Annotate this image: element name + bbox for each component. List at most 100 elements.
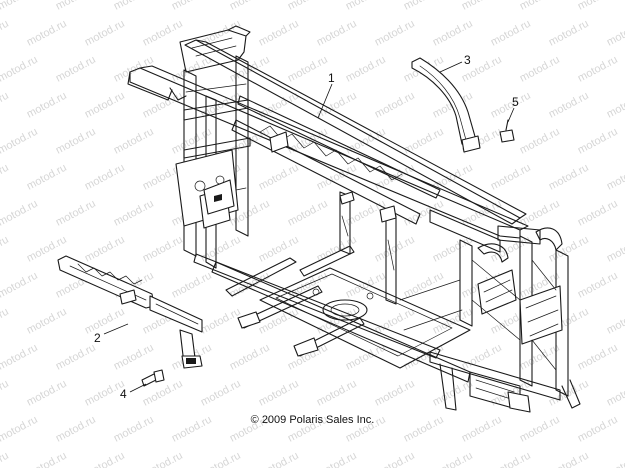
watermark-text: motod.ru (0, 198, 40, 229)
watermark-text: motod.ru (344, 0, 388, 13)
watermark-text: motod.ru (460, 0, 504, 13)
watermark-text: motod.ru (489, 450, 533, 468)
watermark-text: motod.ru (547, 234, 591, 265)
watermark-text: motod.ru (0, 18, 11, 49)
watermark-text: motod.ru (373, 450, 417, 468)
watermark-text: motod.ru (25, 162, 69, 193)
watermark-text: motod.ru (431, 450, 475, 468)
watermark-text: motod.ru (199, 450, 243, 468)
callout-2-leader (103, 323, 129, 335)
watermark-text: motod.ru (315, 18, 359, 49)
bolt-part-4 (141, 369, 165, 387)
watermark-text: motod.ru (373, 378, 417, 409)
watermark-text: motod.ru (0, 234, 11, 265)
watermark-text: motod.ru (0, 270, 40, 301)
watermark-text: motod.ru (547, 378, 591, 409)
callout-1: 1 (328, 71, 335, 85)
watermark-text: motod.ru (315, 450, 359, 468)
callouts: 1 2 3 4 5 (94, 53, 519, 401)
watermark-text: motod.ru (605, 18, 625, 49)
fastener-part-5 (499, 119, 515, 143)
watermark-text: motod.ru (315, 378, 359, 409)
watermark-text: motod.ru (170, 126, 214, 157)
watermark-text: motod.ru (605, 378, 625, 409)
watermark-text: motod.ru (83, 18, 127, 49)
watermark-text: motod.ru (547, 162, 591, 193)
watermark-text: motod.ru (547, 18, 591, 49)
watermark-text: motod.ru (286, 54, 330, 85)
watermark-text: motod.ru (83, 234, 127, 265)
watermark-text: motod.ru (344, 342, 388, 373)
watermark-text: motod.ru (373, 90, 417, 121)
watermark-text: motod.ru (286, 198, 330, 229)
watermark-text: motod.ru (518, 0, 562, 13)
watermark-text: motod.ru (0, 162, 11, 193)
watermark-text: motod.ru (83, 450, 127, 468)
watermark-text: motod.ru (141, 234, 185, 265)
watermark-text: motod.ru (228, 270, 272, 301)
watermark-text: motod.ru (112, 54, 156, 85)
watermark-text: motod.ru (141, 450, 185, 468)
watermark-text: motod.ru (315, 162, 359, 193)
watermark-text: motod.ru (547, 450, 591, 468)
watermark-text: motod.ru (141, 18, 185, 49)
watermark-text: motod.ru (228, 0, 272, 13)
watermark-text: motod.ru (25, 306, 69, 337)
watermark-text: motod.ru (112, 342, 156, 373)
watermark-text: motod.ru (576, 126, 620, 157)
watermark-text: motod.ru (83, 90, 127, 121)
callout-4-leader (129, 383, 147, 393)
watermark-text: motod.ru (257, 306, 301, 337)
watermark-text: motod.ru (25, 18, 69, 49)
watermark-text: motod.ru (0, 126, 40, 157)
watermark-text: motod.ru (170, 0, 214, 13)
watermark-text: motod.ru (402, 126, 446, 157)
lower-side-rail-part (57, 255, 203, 369)
watermark-text: motod.ru (25, 450, 69, 468)
watermark-text: motod.ru (0, 378, 11, 409)
watermark-text: motod.ru (199, 378, 243, 409)
watermark-text: motod.ru (489, 162, 533, 193)
watermark-text: motod.ru (170, 270, 214, 301)
watermark-text: motod.ru (25, 378, 69, 409)
watermark-text: motod.ru (605, 234, 625, 265)
watermark-text: motod.ru (518, 54, 562, 85)
watermark-text: motod.ru (54, 54, 98, 85)
watermark-text: motod.ru (576, 54, 620, 85)
watermark-text: motod.ru (576, 270, 620, 301)
callout-2: 2 (94, 331, 101, 345)
callout-3: 3 (464, 53, 471, 67)
watermark-text: motod.ru (373, 234, 417, 265)
watermark-text: motod.ru (0, 342, 40, 373)
watermark-text: motod.ru (170, 54, 214, 85)
watermark-text: motod.ru (54, 0, 98, 13)
watermark-text: motod.ru (257, 378, 301, 409)
watermark-text: motod.ru (0, 450, 11, 468)
watermark-text: motod.ru (54, 126, 98, 157)
curved-brace-part (411, 57, 481, 153)
watermark-text: motod.ru (402, 198, 446, 229)
watermark-text: motod.ru (286, 0, 330, 13)
copyright-notice: © 2009 Polaris Sales Inc. (250, 414, 375, 426)
watermark-text: motod.ru (547, 90, 591, 121)
watermark-text: motod.ru (605, 450, 625, 468)
watermark-text: motod.ru (54, 342, 98, 373)
watermark-text: motod.ru (576, 342, 620, 373)
watermark-text: motod.ru (257, 162, 301, 193)
watermark-text: motod.ru (0, 306, 11, 337)
watermark-text: motod.ru (141, 90, 185, 121)
watermark-text: motod.ru (344, 54, 388, 85)
watermark-text: motod.ru (518, 342, 562, 373)
watermark-text: motod.ru (112, 0, 156, 13)
watermark-text: motod.ru (54, 198, 98, 229)
watermark-text: motod.ru (576, 198, 620, 229)
watermark-text: motod.ru (605, 306, 625, 337)
watermark-text: motod.ru (83, 306, 127, 337)
callout-1-leader (317, 83, 333, 119)
watermark-text: motod.ru (489, 18, 533, 49)
watermark-text: motod.ru (199, 306, 243, 337)
watermark-text: motod.ru (112, 126, 156, 157)
watermark-text: motod.ru (0, 90, 11, 121)
watermark-text: motod.ru (605, 90, 625, 121)
